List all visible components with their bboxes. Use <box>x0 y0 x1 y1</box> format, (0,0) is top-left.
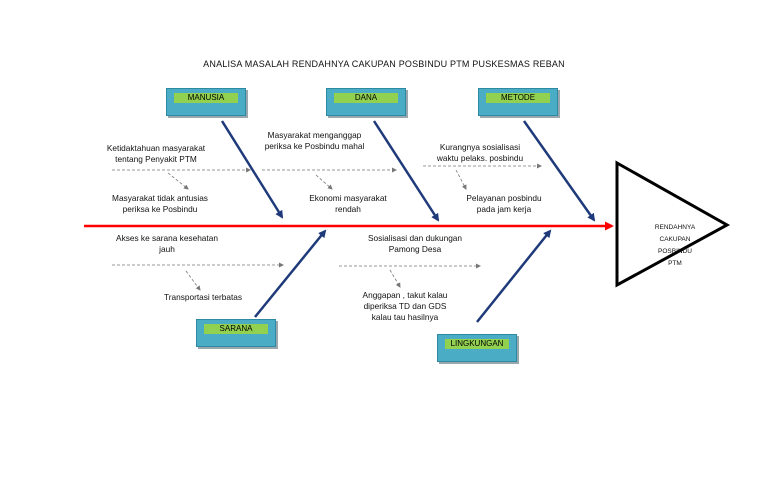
cause-sarana-2: Transportasi terbatas <box>163 292 243 302</box>
cause-line-manusia-2 <box>167 172 189 190</box>
category-label-lingkungan: LINGKUNGAN <box>445 339 509 349</box>
cause-line-sarana-2 <box>185 270 201 291</box>
cause-line-dana-2 <box>315 174 333 190</box>
category-manusia: MANUSIA <box>166 88 246 116</box>
effect-head <box>615 160 731 288</box>
category-label-manusia: MANUSIA <box>174 93 238 103</box>
category-sarana: SARANA <box>196 319 276 347</box>
bone-metode <box>522 120 596 222</box>
bone-manusia <box>220 120 284 219</box>
diagram-title: ANALISA MASALAH RENDAHNYA CAKUPAN POSBIN… <box>203 59 565 69</box>
category-lingkungan: LINGKUNGAN <box>437 334 517 362</box>
bone-lingkungan <box>476 229 552 323</box>
category-label-dana: DANA <box>334 93 398 103</box>
category-label-metode: METODE <box>486 93 550 103</box>
category-label-sarana: SARANA <box>204 324 268 334</box>
bone-dana <box>372 120 440 222</box>
bone-sarana <box>254 229 327 318</box>
category-metode: METODE <box>478 88 558 116</box>
category-dana: DANA <box>326 88 406 116</box>
cause-line-metode-2 <box>455 169 467 190</box>
cause-line-lingkungan-2 <box>389 269 401 288</box>
